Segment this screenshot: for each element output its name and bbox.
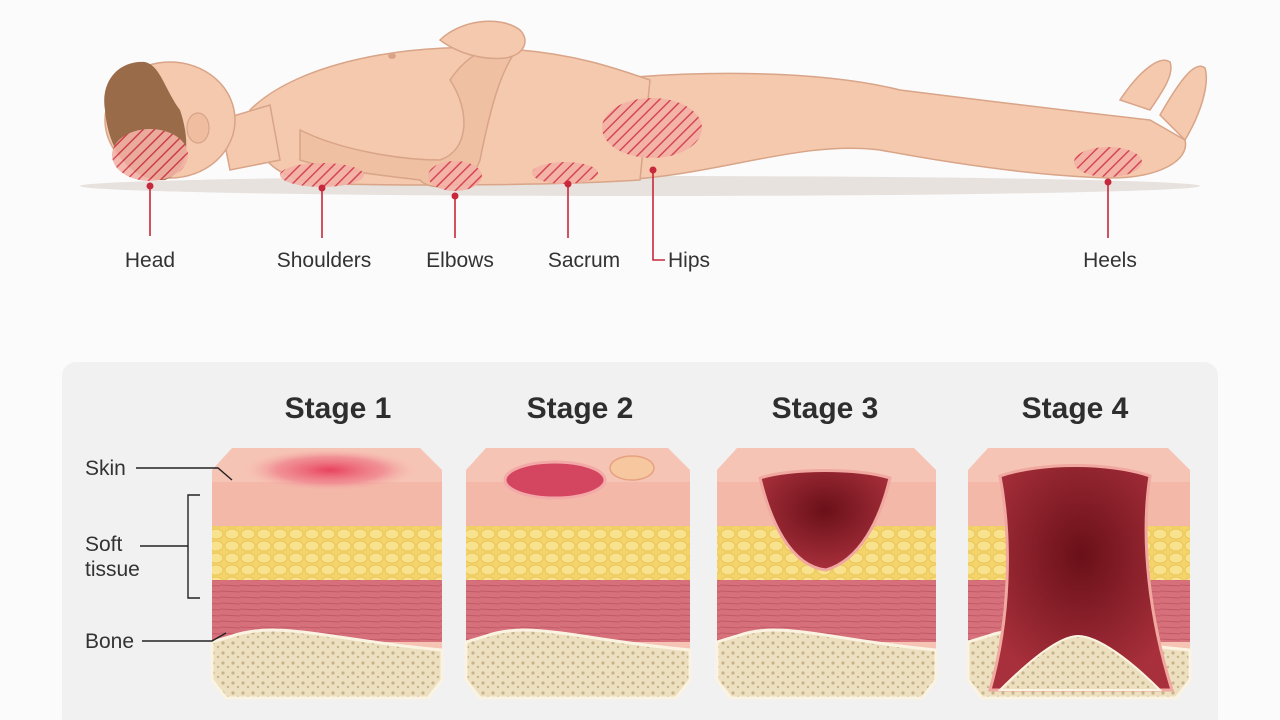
stage-title-2: Stage 2 — [527, 392, 634, 425]
layer-label-skin: Skin — [85, 457, 126, 480]
site-label-heels: Heels — [1083, 249, 1137, 272]
pressure-area-sacrum — [532, 162, 598, 184]
stage-4-block — [966, 448, 1192, 700]
stage-1-redness — [240, 448, 420, 492]
layer-label-soft-tissue-line1: Soft — [85, 533, 123, 556]
stage-title-4: Stage 4 — [1022, 392, 1129, 425]
site-marker-dots — [146, 166, 1112, 200]
stage-title-1: Stage 1 — [285, 392, 392, 425]
layer-leaders — [136, 467, 233, 642]
layer-label-soft-tissue-line2: tissue — [85, 558, 140, 581]
stage-title-3: Stage 3 — [772, 392, 879, 425]
stage-3-block — [715, 448, 938, 700]
pressure-area-hips — [602, 98, 702, 158]
site-markers — [149, 170, 1109, 261]
layer-label-bone: Bone — [85, 630, 134, 653]
pressure-area-shoulders — [280, 163, 364, 187]
stage-3-crater — [758, 469, 892, 572]
site-label-sacrum: Sacrum — [548, 249, 620, 272]
body-illustration: Head Shoulders Elbows Sacrum Hips Heels — [80, 20, 1207, 272]
feet — [1118, 59, 1207, 142]
site-label-head: Head — [125, 249, 175, 272]
stage-4-exposed-bone — [997, 634, 1163, 691]
stage-2-open-wound — [503, 460, 607, 500]
legs — [599, 72, 1187, 181]
stage-1-block — [210, 448, 444, 700]
site-label-hips: Hips — [668, 249, 710, 272]
stage-4-deep-wound — [988, 464, 1175, 692]
site-label-elbows: Elbows — [426, 249, 494, 272]
site-label-shoulders: Shoulders — [277, 249, 372, 272]
pressure-area-head — [112, 129, 188, 181]
stage-2-block — [464, 448, 692, 700]
stage-2-blister — [609, 455, 655, 481]
hands — [438, 20, 526, 60]
ear — [186, 112, 210, 144]
pressure-area-elbows — [428, 161, 482, 191]
navel — [388, 53, 396, 59]
pressure-area-heels — [1074, 147, 1142, 177]
